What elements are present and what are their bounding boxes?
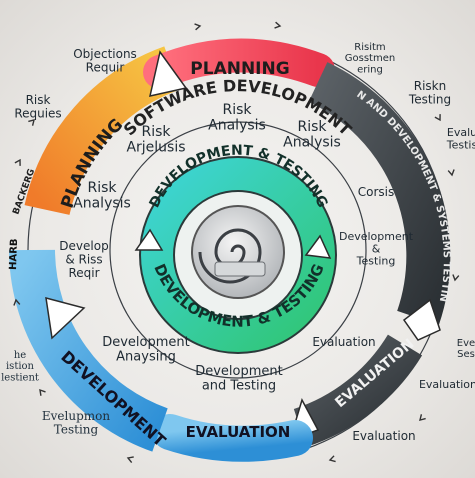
annotation-line: Testing bbox=[356, 255, 396, 268]
development-band-sublabel: HARB bbox=[8, 238, 20, 270]
annotation-line: Arjelusis bbox=[126, 140, 185, 156]
annotation-line: Risitm bbox=[354, 42, 385, 53]
annotation-line: Risk bbox=[26, 93, 51, 107]
annotation-line: Analysis bbox=[208, 118, 266, 134]
annotation-line: Eve bbox=[457, 338, 475, 349]
annotation-evaluation-right: Evaluation bbox=[419, 378, 475, 391]
annotation-line: Development bbox=[339, 230, 414, 243]
annotation-line: Evaluation bbox=[312, 335, 375, 349]
annotation-line: Requies bbox=[14, 106, 61, 120]
annotation-line: Riskn bbox=[414, 79, 446, 93]
development-band-blue bbox=[9, 249, 169, 452]
middle-guide-ring bbox=[109, 121, 367, 379]
ring-arrow-tick bbox=[194, 23, 202, 31]
annotation-line: Risk bbox=[87, 180, 117, 196]
ring-arrow-tick bbox=[419, 414, 426, 421]
annotation-line: Development bbox=[195, 364, 283, 379]
annotation-line: Requir bbox=[86, 60, 125, 74]
annotation-line: Gosstmen bbox=[345, 53, 395, 64]
ring-arrow-tick bbox=[39, 388, 46, 396]
right-band-dark bbox=[308, 62, 451, 326]
annotation-evaluation-mid: Evaluation bbox=[312, 335, 375, 349]
annotation-line: Testing bbox=[54, 422, 99, 436]
ring-arrow-tick bbox=[452, 274, 460, 282]
annotation-line: Anaysing bbox=[116, 350, 176, 365]
annotation-line: Reqir bbox=[68, 266, 99, 280]
annotation-line: Objections bbox=[73, 47, 137, 61]
annotation-line: Develop bbox=[59, 239, 108, 253]
annotation-line: ering bbox=[357, 64, 383, 75]
ring-arrow-tick bbox=[28, 119, 35, 126]
annotation-line: Evelupmon bbox=[42, 409, 110, 423]
annotation-corsis: Corsis bbox=[358, 185, 395, 199]
annotation-line: Evaluation bbox=[419, 378, 475, 391]
annotation-evaluation-bottom: Evaluation bbox=[352, 429, 415, 443]
ring-arrow-tick bbox=[434, 114, 441, 122]
core-spiral bbox=[198, 228, 262, 284]
annotation-line: Risk bbox=[222, 102, 252, 118]
ring-arrow-tick bbox=[13, 298, 21, 306]
annotation-line: Development bbox=[102, 335, 190, 350]
annotation-line: & bbox=[372, 242, 381, 255]
ring-arrow-tick bbox=[14, 158, 21, 166]
annotation-line: and Testing bbox=[202, 379, 276, 394]
annotation-dev-testing-right: Development&Testing bbox=[339, 230, 414, 268]
ring-arrow-tick bbox=[328, 455, 336, 463]
inner-arrow-right bbox=[304, 234, 332, 259]
core-disc bbox=[191, 205, 285, 299]
annotation-line: Evalu bbox=[447, 126, 475, 139]
annotation-line: istion bbox=[6, 361, 35, 372]
annotation-line: Analysis bbox=[283, 135, 341, 151]
core-plate bbox=[214, 261, 266, 277]
planning-arrow-head bbox=[149, 50, 188, 97]
planning-band-top bbox=[143, 38, 335, 89]
right-arrow-head bbox=[402, 298, 441, 341]
annotation-line: Testing bbox=[408, 92, 451, 106]
annotation-line: Corsis bbox=[358, 185, 395, 199]
annotation-line: Risk bbox=[297, 119, 327, 135]
development-arrow-head bbox=[45, 296, 86, 340]
evaluation-band-blue bbox=[152, 414, 313, 462]
annotation-line: & Riss bbox=[65, 252, 102, 266]
annotation-line: Ses bbox=[457, 349, 475, 360]
evaluation-label-blue: EVALUATION bbox=[186, 423, 291, 441]
annotation-line: lestient bbox=[1, 372, 39, 383]
ring-arrow-tick bbox=[126, 456, 134, 463]
annotation-line: Risk bbox=[141, 124, 171, 140]
annotation-line: Evaluation bbox=[352, 429, 415, 443]
annotation-line: Analysis bbox=[73, 196, 131, 212]
inner-arrow-left bbox=[134, 228, 164, 251]
ring-arrow-tick bbox=[274, 21, 282, 29]
annotation-line: Testis bbox=[446, 138, 475, 151]
planning-label-top: PLANNING bbox=[190, 59, 289, 79]
annotation-line: he bbox=[14, 350, 26, 361]
ring-arrow-tick bbox=[447, 169, 455, 177]
